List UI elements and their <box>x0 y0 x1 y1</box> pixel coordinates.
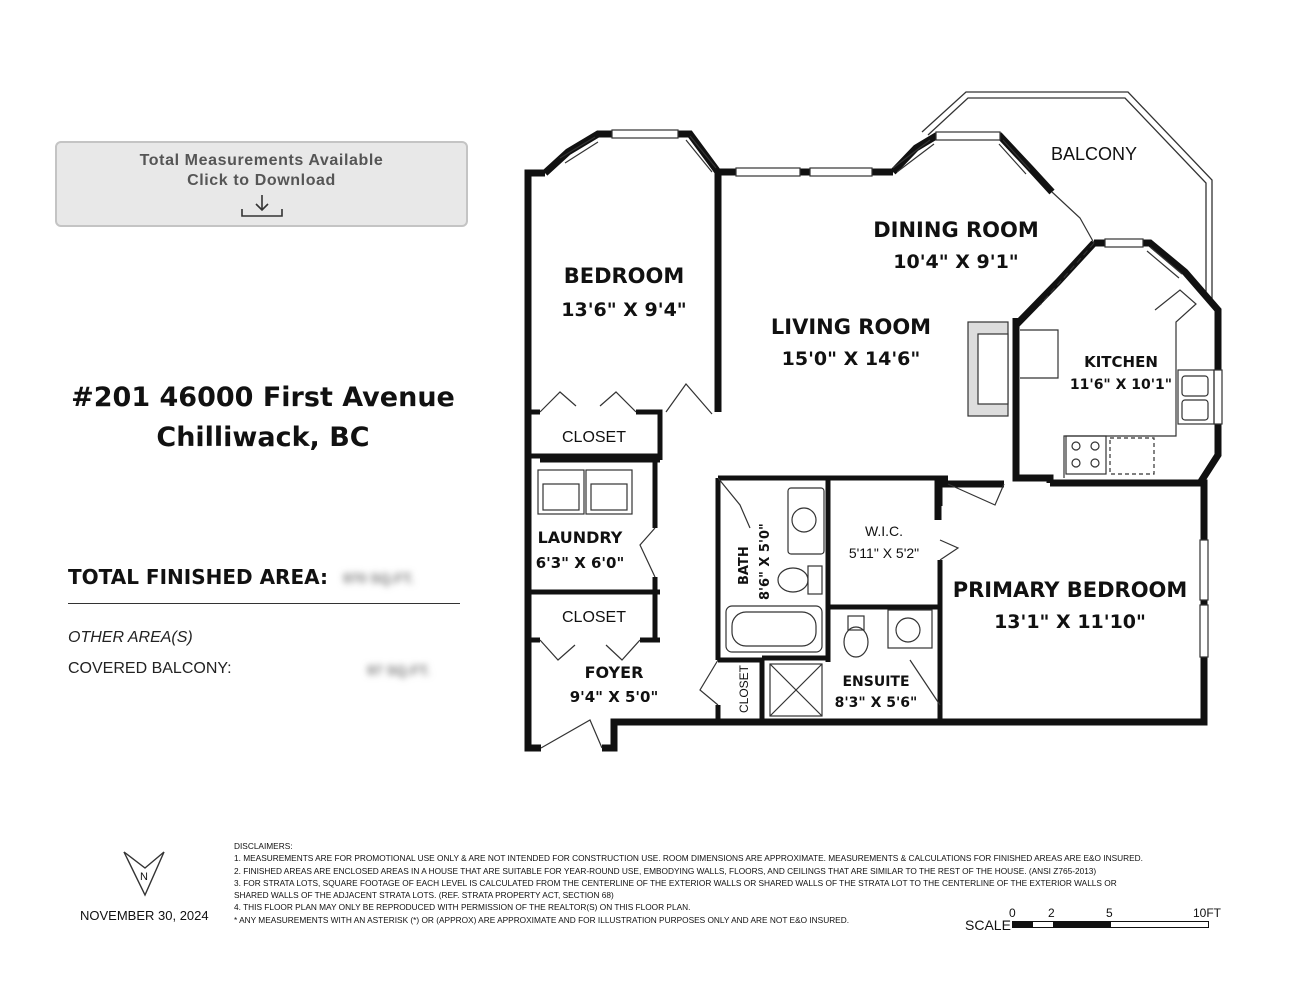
foyer-label: FOYER <box>585 663 644 682</box>
bedroom-label: BEDROOM <box>564 264 685 288</box>
compass-label: N <box>140 871 148 883</box>
plan-date: NOVEMBER 30, 2024 <box>80 908 209 923</box>
dining-room-size: 10'4" X 9'1" <box>893 251 1018 273</box>
kitchen-label: KITCHEN <box>1084 353 1158 371</box>
address-line-1: #201 46000 First Avenue <box>71 382 455 413</box>
disclaimer-heading: DISCLAIMERS: <box>234 841 293 851</box>
ensuite-size: 8'3" X 5'6" <box>835 695 918 711</box>
scale-tick-10: 10FT <box>1193 906 1222 920</box>
primary-bedroom-size: 13'1" X 11'10" <box>994 611 1146 633</box>
foyer-size: 9'4" X 5'0" <box>570 688 659 706</box>
download-measurements-button[interactable]: Total Measurements Available Click to Do… <box>55 141 468 227</box>
disclaimer-line: SHARED WALLS OF THE ADJACENT STRATA LOTS… <box>234 890 614 901</box>
kitchen-fixtures <box>1020 289 1215 478</box>
scale-tick-5: 5 <box>1106 906 1113 920</box>
total-area-title: TOTAL FINISHED AREA: <box>68 565 328 589</box>
disclaimer-line: 2. FINISHED AREAS ARE ENCLOSED AREAS IN … <box>234 865 1097 876</box>
area-divider <box>68 603 460 604</box>
living-room-size: 15'0" X 14'6" <box>782 348 921 370</box>
scale-bar <box>1012 921 1209 928</box>
scale-label: SCALE <box>965 917 1011 933</box>
scale-segment <box>1111 922 1207 927</box>
closet-2-label: CLOSET <box>562 609 626 626</box>
disclaimer-line: 4. THIS FLOOR PLAN MAY ONLY BE REPRODUCE… <box>234 902 691 913</box>
property-address: #201 46000 First Avenue Chilliwack, BC <box>40 378 486 458</box>
scale-segment <box>1033 922 1053 927</box>
download-line-2: Click to Download <box>187 172 336 189</box>
bath-fixtures <box>725 487 933 717</box>
dining-room-label: DINING ROOM <box>873 218 1039 242</box>
bedroom-size: 13'6" X 9'4" <box>561 299 686 321</box>
address-line-2: Chilliwack, BC <box>156 422 370 453</box>
bath-size: 8'6" X 5'0" <box>758 523 773 600</box>
total-area-value: 970 SQ.FT. <box>343 570 414 586</box>
other-areas-label: OTHER AREA(S) <box>68 629 193 646</box>
scale-tick-0: 0 <box>1009 906 1016 920</box>
bath-label: BATH <box>737 546 752 585</box>
interior-walls <box>528 409 948 722</box>
primary-bedroom-label: PRIMARY BEDROOM <box>953 578 1188 602</box>
covered-balcony-label: COVERED BALCONY: <box>68 660 232 677</box>
laundry-appliances <box>537 469 633 515</box>
scale-segment <box>1013 922 1033 927</box>
fireplace <box>967 321 1009 417</box>
closet-1-label: CLOSET <box>562 429 626 446</box>
download-icon <box>240 195 283 217</box>
closet-3-label: CLOSET <box>737 664 751 713</box>
disclaimer-line: 3. FOR STRATA LOTS, SQUARE FOOTAGE OF EA… <box>234 877 1117 888</box>
wic-label: W.I.C. <box>865 523 903 539</box>
north-arrow-icon <box>123 851 165 897</box>
covered-balcony-value: 97 SQ.FT. <box>367 662 431 678</box>
disclaimer-line: 1. MEASUREMENTS ARE FOR PROMOTIONAL USE … <box>234 853 1143 864</box>
bay-window-frames <box>559 135 1183 279</box>
scale-tick-2: 2 <box>1048 906 1055 920</box>
laundry-label: LAUNDRY <box>538 528 623 547</box>
doors <box>539 191 1095 749</box>
balcony-outline <box>921 91 1213 305</box>
living-room-label: LIVING ROOM <box>771 315 931 339</box>
balcony-label: BALCONY <box>1051 144 1137 164</box>
download-line-1: Total Measurements Available <box>139 152 384 169</box>
scale-segment <box>1053 922 1111 927</box>
wic-size: 5'11" X 5'2" <box>849 545 919 561</box>
ensuite-label: ENSUITE <box>842 674 909 690</box>
disclaimers: DISCLAIMERS: 1. MEASUREMENTS ARE FOR PRO… <box>234 840 1244 926</box>
disclaimer-line: * ANY MEASUREMENTS WITH AN ASTERISK (*) … <box>234 914 850 925</box>
laundry-size: 6'3" X 6'0" <box>536 554 625 572</box>
kitchen-size: 11'6" X 10'1" <box>1070 377 1172 393</box>
windows <box>611 129 1223 658</box>
